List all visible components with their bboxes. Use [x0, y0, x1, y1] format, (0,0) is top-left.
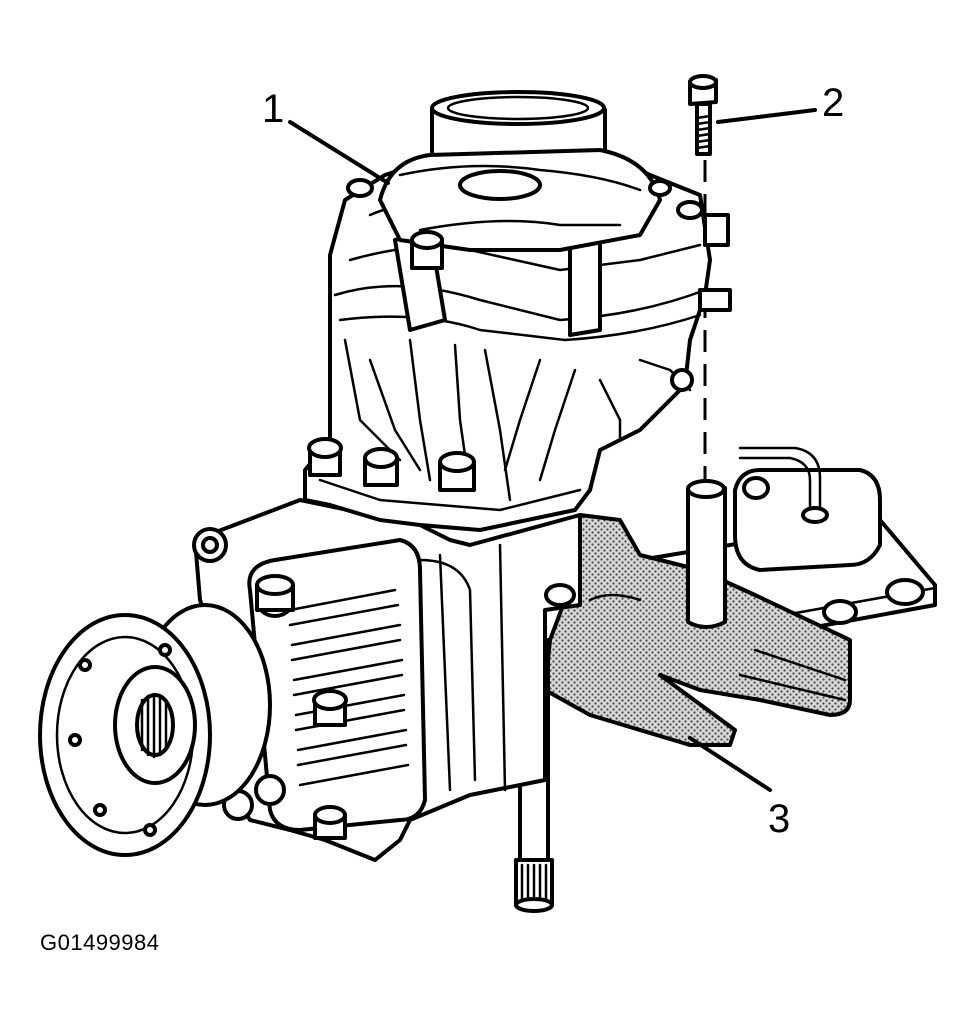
callout-3: 3 [768, 797, 790, 841]
housing-bolt [312, 689, 348, 727]
output-flange [38, 603, 272, 857]
holding-fixture [543, 513, 852, 747]
leader-line-1 [288, 120, 390, 185]
callout-2: 2 [822, 81, 844, 125]
housing-bolt [313, 805, 347, 840]
holder-pin [686, 479, 727, 629]
housing-bolt [255, 574, 295, 618]
upper-housing [303, 90, 732, 532]
joint-bolt [438, 451, 476, 492]
bolt [688, 74, 718, 156]
callout-1: 1 [262, 87, 284, 131]
figure-id: G01499984 [40, 930, 160, 955]
leader-line-3 [688, 736, 772, 792]
lower-housing [192, 498, 582, 862]
joint-bolt [363, 447, 399, 487]
joint-bolt [307, 437, 343, 477]
joint-bolt [410, 230, 444, 270]
leader-line-2 [716, 108, 817, 124]
